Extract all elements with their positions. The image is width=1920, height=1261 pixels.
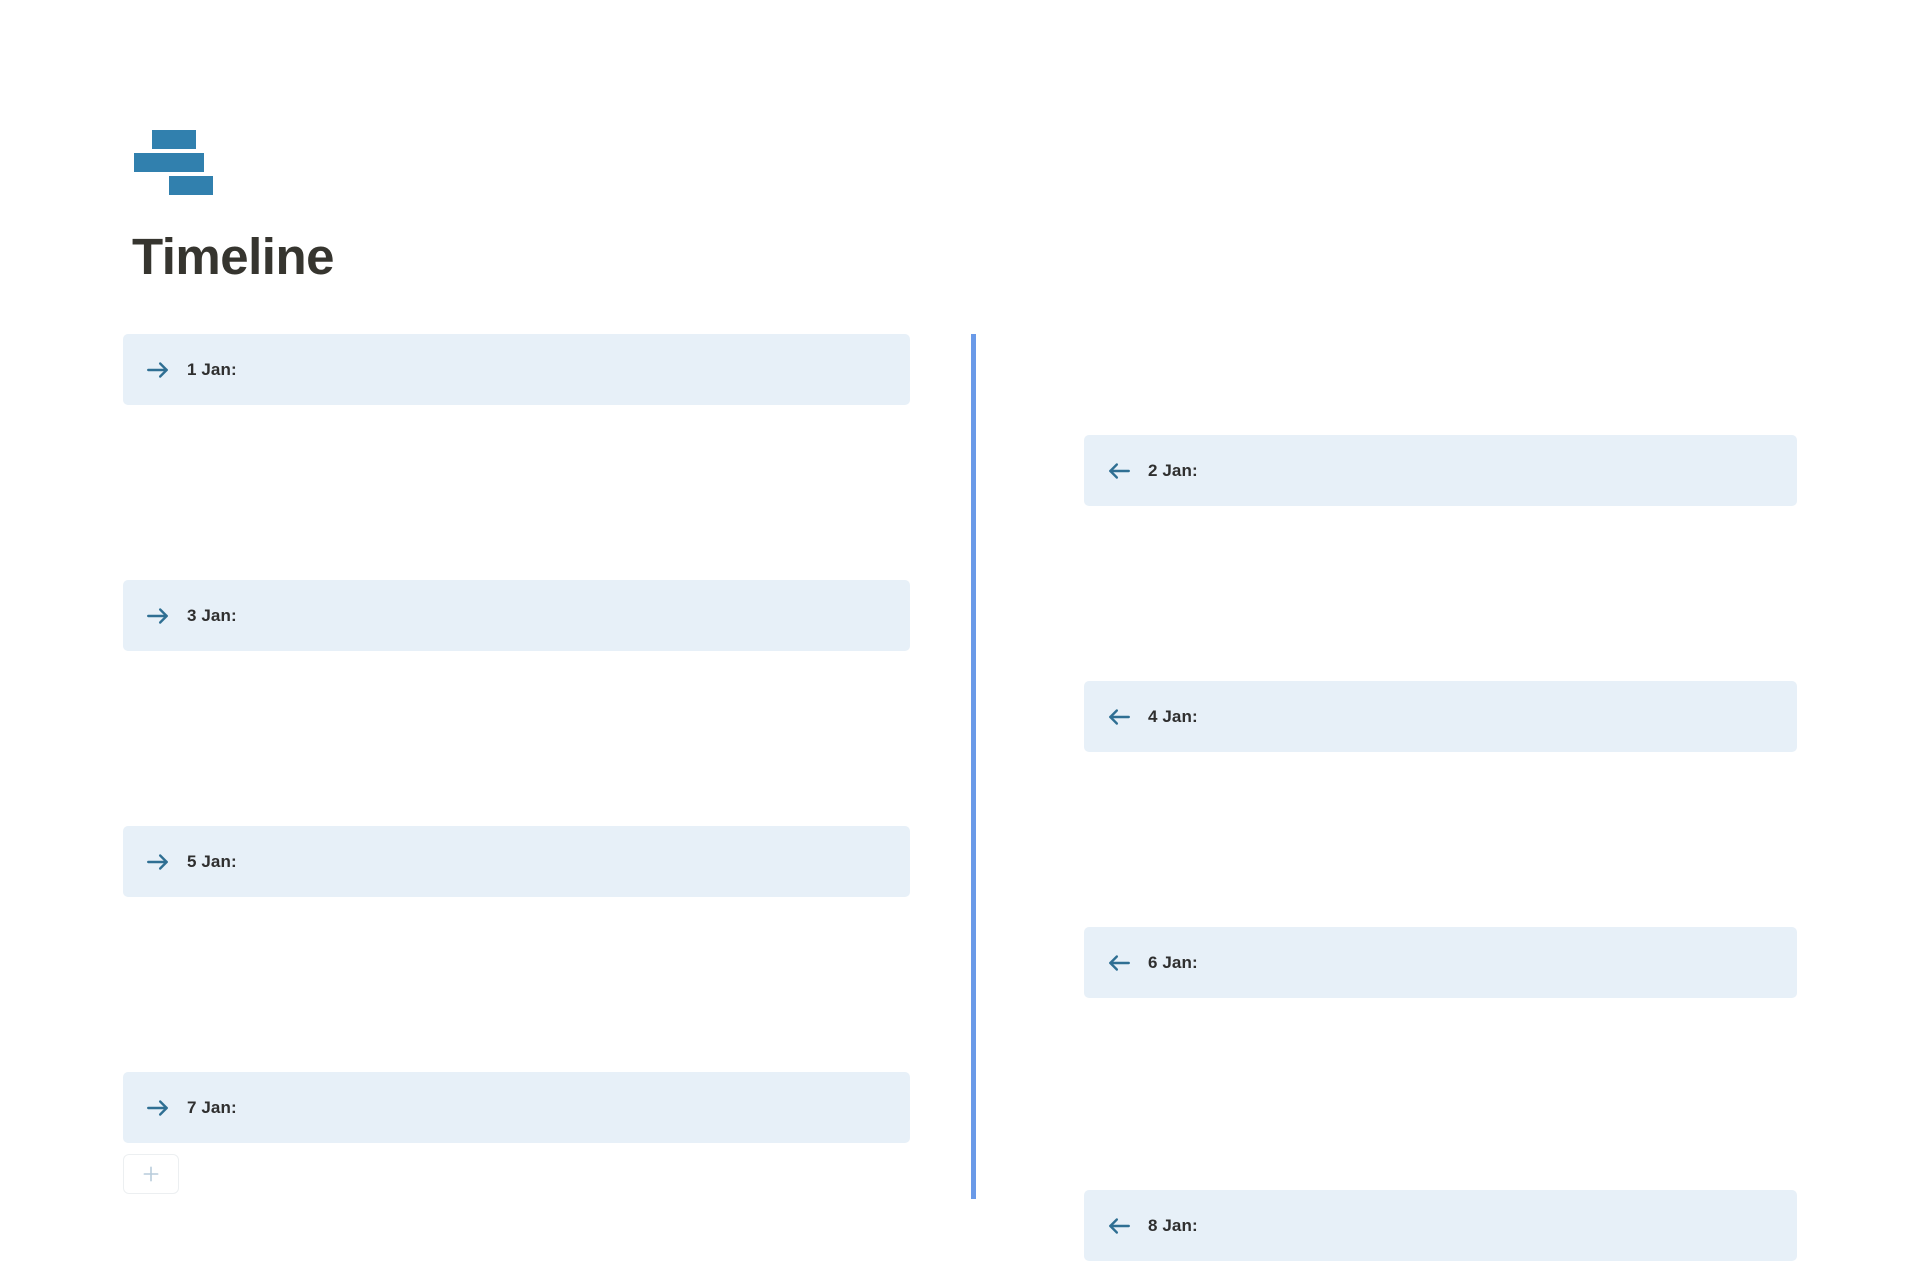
table-row: 7 Jan: (0, 1072, 1920, 1143)
arrow-right-icon (147, 853, 168, 870)
arrow-left-icon (1109, 462, 1130, 479)
table-row: 1 Jan: (0, 334, 1920, 405)
add-entry-button[interactable] (123, 1154, 179, 1194)
page-header: Timeline (132, 128, 1032, 284)
table-row: 6 Jan: (0, 927, 1920, 998)
timeline-entry-8-jan[interactable]: 8 Jan: (1084, 1190, 1797, 1261)
timeline-entry-label: 6 Jan: (1148, 952, 1198, 972)
timeline-entry-6-jan[interactable]: 6 Jan: (1084, 927, 1797, 998)
arrow-right-icon (147, 361, 168, 378)
timeline-entry-label: 4 Jan: (1148, 706, 1198, 726)
timeline-entry-label: 1 Jan: (187, 359, 237, 379)
table-row: 4 Jan: (0, 681, 1920, 752)
arrow-left-icon (1109, 954, 1130, 971)
arrow-right-icon (147, 1099, 168, 1116)
plus-icon (143, 1166, 159, 1182)
timeline-spine (971, 334, 976, 1199)
timeline-entry-label: 8 Jan: (1148, 1215, 1198, 1235)
timeline-entry-label: 5 Jan: (187, 851, 237, 871)
timeline-entry-5-jan[interactable]: 5 Jan: (123, 826, 910, 897)
timeline-entry-label: 7 Jan: (187, 1097, 237, 1117)
table-row: 3 Jan: (0, 580, 1920, 651)
timeline-entry-3-jan[interactable]: 3 Jan: (123, 580, 910, 651)
gantt-bars-icon (134, 130, 213, 195)
arrow-right-icon (147, 607, 168, 624)
timeline-entry-4-jan[interactable]: 4 Jan: (1084, 681, 1797, 752)
page-title: Timeline (132, 228, 334, 285)
arrow-left-icon (1109, 1217, 1130, 1234)
timeline-entry-1-jan[interactable]: 1 Jan: (123, 334, 910, 405)
table-row: 2 Jan: (0, 435, 1920, 506)
timeline-entry-7-jan[interactable]: 7 Jan: (123, 1072, 910, 1143)
table-row: 8 Jan: (0, 1190, 1920, 1261)
timeline-list: 1 Jan: 2 Jan: 3 Jan: (0, 334, 1920, 1261)
arrow-left-icon (1109, 708, 1130, 725)
table-row: 5 Jan: (0, 826, 1920, 897)
timeline-entry-label: 2 Jan: (1148, 460, 1198, 480)
timeline-entry-2-jan[interactable]: 2 Jan: (1084, 435, 1797, 506)
timeline-entry-label: 3 Jan: (187, 605, 237, 625)
timeline-page: Timeline 1 Jan: 2 Jan: (0, 128, 1920, 1261)
